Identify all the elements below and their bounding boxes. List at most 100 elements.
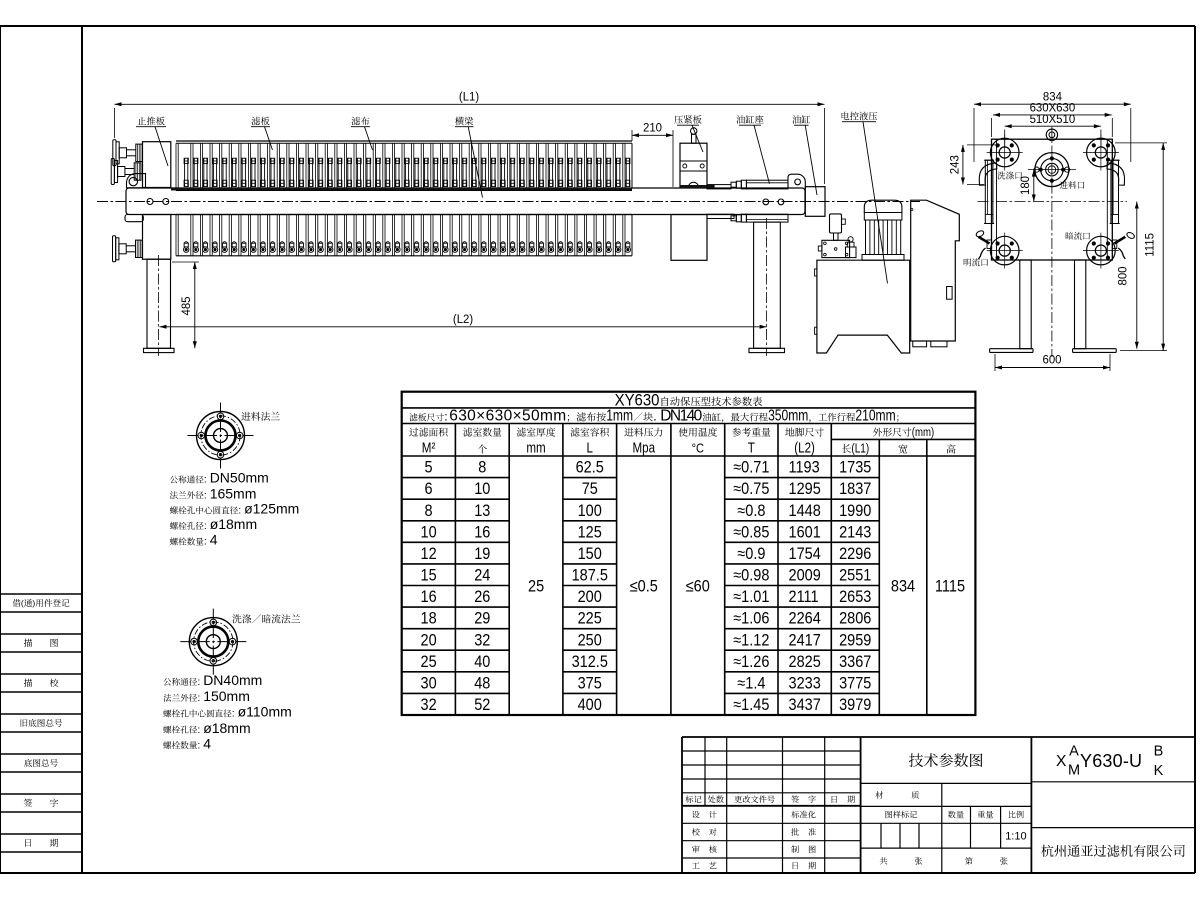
svg-text:600: 600 bbox=[1043, 353, 1062, 366]
svg-text:180: 180 bbox=[1019, 176, 1032, 195]
svg-text:8: 8 bbox=[425, 502, 433, 520]
svg-text:.: . bbox=[653, 409, 657, 424]
svg-text:2417: 2417 bbox=[789, 631, 821, 649]
svg-text:≤0.5: ≤0.5 bbox=[630, 577, 658, 595]
svg-text:6: 6 bbox=[425, 480, 433, 498]
svg-text:834: 834 bbox=[1043, 90, 1062, 103]
svg-text:mm: mm bbox=[526, 439, 545, 456]
svg-text:≤60: ≤60 bbox=[686, 577, 710, 595]
svg-text:M²: M² bbox=[422, 439, 436, 456]
svg-text:2296: 2296 bbox=[839, 545, 871, 563]
svg-text:510X510: 510X510 bbox=[1030, 113, 1076, 126]
svg-text:2009: 2009 bbox=[789, 567, 821, 585]
svg-text:(L1): (L1) bbox=[851, 442, 869, 455]
svg-text::: : bbox=[197, 676, 200, 688]
svg-text:≈0.85: ≈0.85 bbox=[733, 523, 769, 541]
svg-text:(L2): (L2) bbox=[453, 313, 473, 326]
svg-text::: : bbox=[204, 489, 207, 501]
svg-text:DN40mm: DN40mm bbox=[203, 672, 262, 688]
svg-text:Mpa: Mpa bbox=[633, 439, 656, 456]
svg-text:1193: 1193 bbox=[789, 459, 820, 477]
svg-text:630X630: 630X630 bbox=[1030, 101, 1076, 114]
svg-text:62.5: 62.5 bbox=[576, 459, 604, 477]
svg-text:(: ( bbox=[21, 598, 24, 608]
svg-text:(L2): (L2) bbox=[794, 439, 815, 456]
svg-text:≈1.4: ≈1.4 bbox=[737, 675, 765, 693]
svg-text:≈0.75: ≈0.75 bbox=[733, 480, 769, 498]
svg-text:1448: 1448 bbox=[789, 502, 821, 520]
svg-text:1115: 1115 bbox=[935, 577, 965, 595]
svg-text:≈1.01: ≈1.01 bbox=[733, 588, 769, 606]
svg-text:B: B bbox=[1154, 744, 1164, 760]
svg-text:≈0.98: ≈0.98 bbox=[733, 567, 769, 585]
svg-text:≈0.8: ≈0.8 bbox=[737, 502, 765, 520]
svg-text:T: T bbox=[748, 439, 755, 456]
svg-text:52: 52 bbox=[474, 696, 490, 714]
svg-text:485: 485 bbox=[180, 296, 193, 315]
svg-text:30: 30 bbox=[421, 675, 437, 693]
svg-text:375: 375 bbox=[578, 675, 602, 693]
svg-text:187.5: 187.5 bbox=[572, 567, 608, 585]
svg-text:DN140: DN140 bbox=[660, 408, 702, 425]
svg-text:1mm: 1mm bbox=[606, 406, 633, 424]
svg-text:ø18mm: ø18mm bbox=[203, 720, 250, 736]
svg-text:≈1.12: ≈1.12 bbox=[733, 631, 769, 649]
svg-text:250: 250 bbox=[578, 631, 603, 649]
svg-text:26: 26 bbox=[474, 588, 490, 606]
svg-text::: : bbox=[197, 692, 200, 704]
svg-text::: : bbox=[197, 724, 200, 736]
svg-text:24: 24 bbox=[474, 567, 490, 585]
svg-text::: : bbox=[204, 520, 207, 532]
svg-text:19: 19 bbox=[474, 545, 490, 563]
svg-text:K: K bbox=[1154, 763, 1164, 779]
svg-text:XY630: XY630 bbox=[615, 391, 660, 409]
svg-text:ø110mm: ø110mm bbox=[238, 704, 292, 720]
svg-text:5: 5 bbox=[425, 459, 433, 477]
svg-text::: : bbox=[197, 739, 200, 751]
svg-text:1735: 1735 bbox=[839, 459, 871, 477]
svg-text:3437: 3437 bbox=[789, 696, 821, 714]
svg-text:12: 12 bbox=[421, 545, 437, 563]
svg-text:350mm: 350mm bbox=[768, 406, 808, 424]
svg-text:4: 4 bbox=[210, 532, 218, 548]
svg-text:L: L bbox=[587, 439, 593, 456]
svg-text:40: 40 bbox=[474, 653, 490, 671]
svg-text:≈1.26: ≈1.26 bbox=[733, 653, 769, 671]
svg-text:(L1): (L1) bbox=[459, 90, 479, 103]
svg-text:29: 29 bbox=[474, 610, 490, 628]
svg-text:≈0.9: ≈0.9 bbox=[737, 545, 765, 563]
svg-text:≈1.06: ≈1.06 bbox=[733, 610, 769, 628]
svg-text:2264: 2264 bbox=[789, 610, 822, 628]
svg-text:X: X bbox=[1056, 753, 1067, 770]
svg-text:2959: 2959 bbox=[839, 631, 871, 649]
svg-text:1837: 1837 bbox=[839, 480, 871, 498]
svg-text:1295: 1295 bbox=[789, 480, 821, 498]
svg-text:630×630×50mm: 630×630×50mm bbox=[449, 408, 566, 425]
svg-text:165mm: 165mm bbox=[210, 485, 257, 501]
svg-text:2111: 2111 bbox=[789, 588, 819, 606]
svg-text:3233: 3233 bbox=[789, 675, 821, 693]
svg-text:4: 4 bbox=[203, 735, 211, 751]
svg-text:312.5: 312.5 bbox=[572, 653, 608, 671]
svg-text:48: 48 bbox=[474, 675, 490, 693]
svg-text:ø18mm: ø18mm bbox=[210, 516, 257, 532]
svg-text:32: 32 bbox=[421, 696, 437, 714]
svg-text::: : bbox=[204, 474, 207, 486]
svg-text:16: 16 bbox=[421, 588, 437, 606]
svg-text:2825: 2825 bbox=[789, 653, 821, 671]
svg-text:10: 10 bbox=[474, 480, 490, 498]
svg-text:13: 13 bbox=[474, 502, 490, 520]
svg-text:75: 75 bbox=[582, 480, 598, 498]
svg-text:210mm: 210mm bbox=[855, 406, 895, 424]
svg-text:16: 16 bbox=[474, 523, 490, 541]
svg-text:2806: 2806 bbox=[839, 610, 871, 628]
svg-text:2551: 2551 bbox=[839, 567, 871, 585]
svg-text:): ) bbox=[32, 598, 35, 608]
svg-text::: : bbox=[238, 505, 241, 517]
svg-text:8: 8 bbox=[478, 459, 486, 477]
svg-text::: : bbox=[204, 536, 207, 548]
svg-text:243: 243 bbox=[948, 155, 961, 174]
svg-text:10: 10 bbox=[421, 523, 437, 541]
svg-text:20: 20 bbox=[421, 631, 437, 649]
svg-text::: : bbox=[444, 410, 447, 424]
